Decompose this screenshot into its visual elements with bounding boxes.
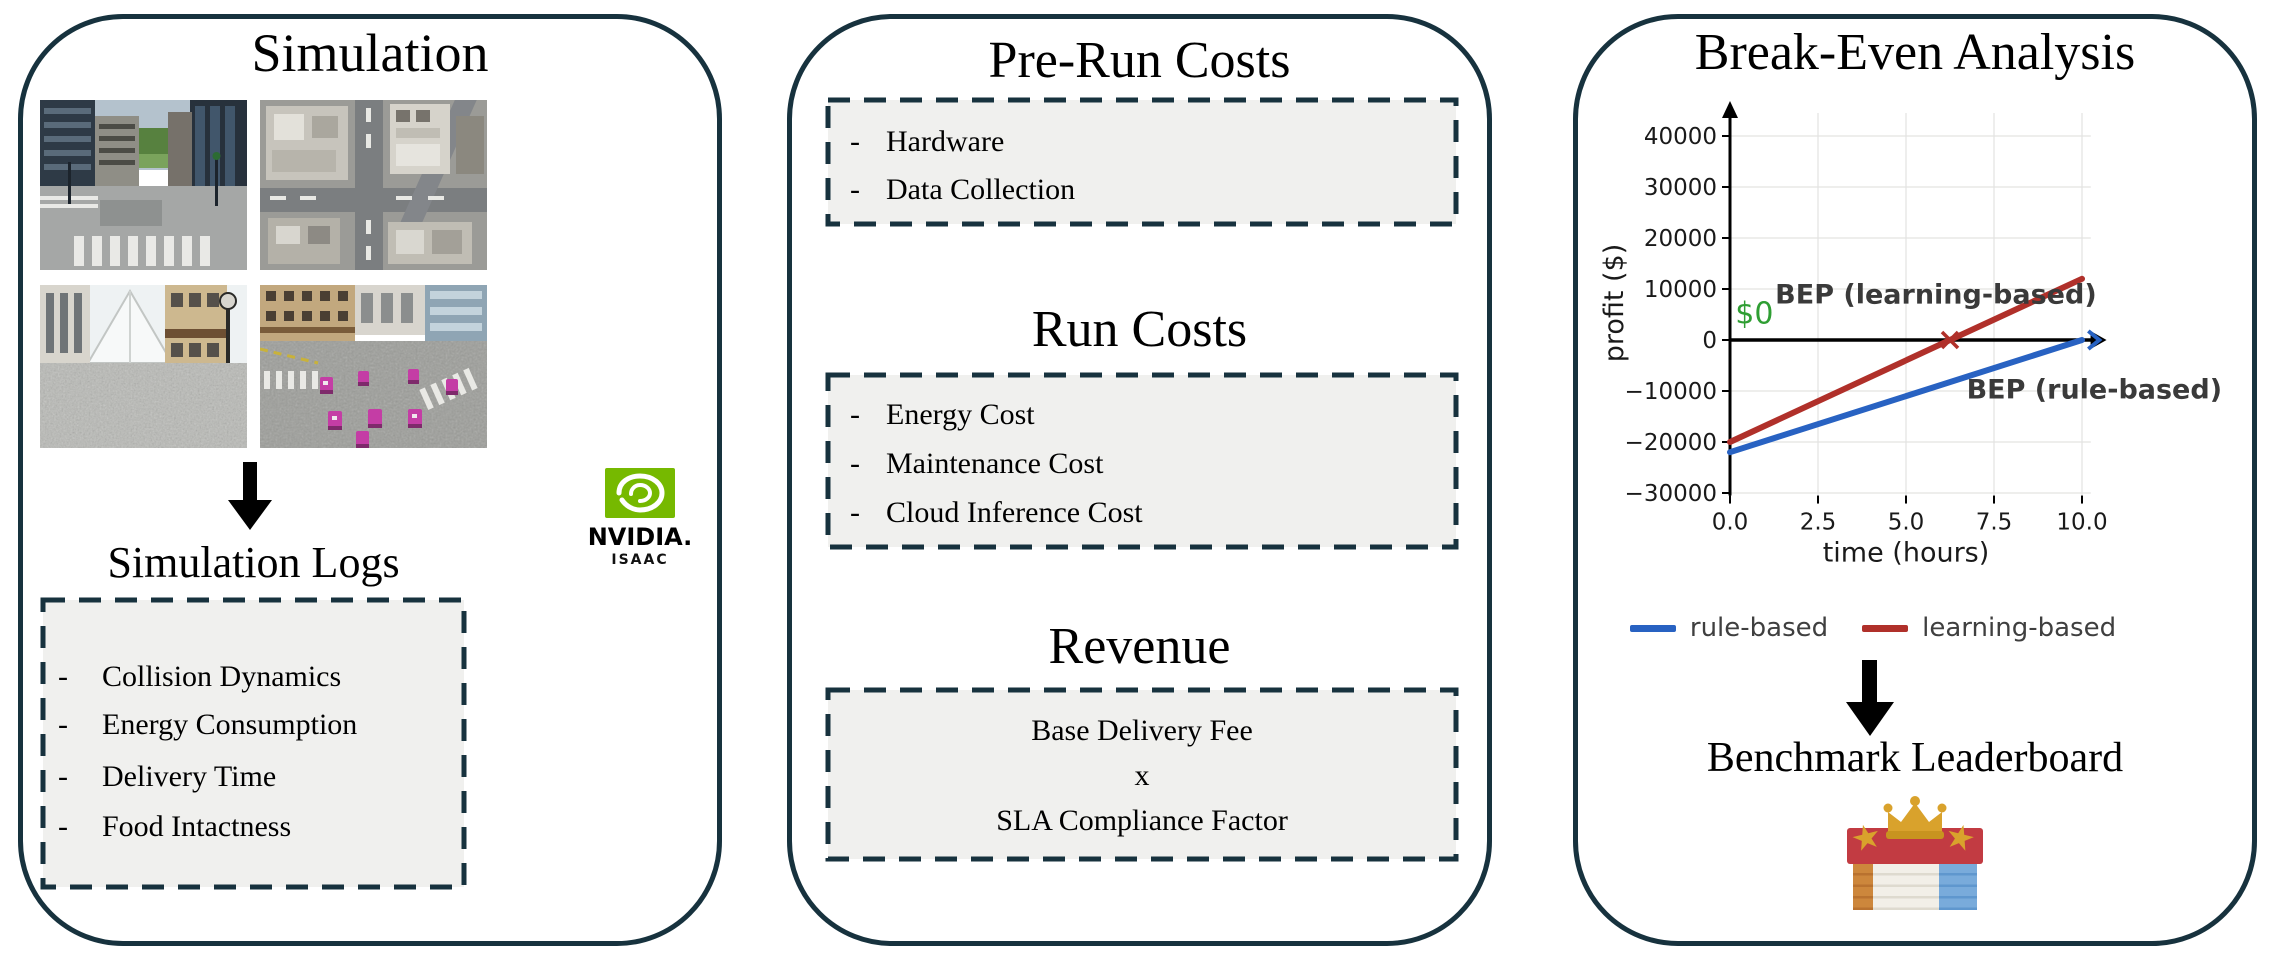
leaderboard-column-right (1939, 864, 1977, 910)
leaderboard-column-left (1853, 864, 1873, 910)
leaderboard-body (1853, 864, 1977, 910)
nvidia-isaac-logo: NVIDIA. ISAAC (585, 468, 695, 569)
benchmark-leaderboard-title: Benchmark Leaderboard (1706, 735, 2124, 781)
log-item: Energy Consumption (102, 708, 358, 741)
crown-icon (1883, 796, 1947, 839)
legend-label: learning-based (1922, 613, 2117, 643)
learning-based-line-swatch-icon (1862, 624, 1909, 632)
run-item: Cloud Inference Cost (886, 496, 1143, 529)
log-item: Collision Dynamics (102, 660, 342, 693)
rule-based-line-swatch-icon (1629, 624, 1676, 632)
simulation-image-street-view (40, 100, 247, 270)
simulation-logs-title: Simulation Logs (107, 538, 400, 587)
bullet: - (850, 447, 860, 480)
simulation-image-robots-intersection (260, 285, 487, 448)
simulation-image-ground-view (40, 285, 247, 448)
bullet: - (58, 660, 68, 693)
bullet: - (58, 708, 68, 741)
bullet: - (850, 496, 860, 529)
run-item: Energy Cost (886, 398, 1035, 431)
revenue-title: Revenue (1048, 618, 1231, 675)
pre-run-item: Data Collection (886, 173, 1076, 206)
bullet: - (850, 173, 860, 206)
break-even-panel (1573, 14, 2257, 946)
pre-run-costs-box (825, 97, 1459, 227)
run-item: Maintenance Cost (886, 447, 1104, 480)
bullet: - (58, 760, 68, 793)
bullet: - (850, 125, 860, 158)
revenue-line: SLA Compliance Factor (996, 804, 1288, 837)
revenue-box (825, 687, 1459, 862)
revenue-multiply-sign: x (1134, 759, 1150, 792)
down-arrow-chart-to-leaderboard-icon (1846, 660, 1894, 738)
simulation-logs-box (40, 597, 467, 890)
pre-run-costs-title: Pre-Run Costs (988, 32, 1291, 89)
bullet: - (850, 398, 860, 431)
break-even-title: Break-Even Analysis (1694, 24, 2136, 81)
simulation-panel-title: Simulation (251, 23, 489, 83)
simulation-image-aerial-view (260, 100, 487, 270)
nvidia-product-text: ISAAC (611, 552, 669, 568)
pre-run-item: Hardware (886, 125, 1005, 158)
legend-item-learning-based: learning-based (1862, 613, 2116, 643)
legend-label: rule-based (1689, 613, 1829, 643)
bullet: - (58, 810, 68, 843)
leaderboard-column-middle (1873, 864, 1939, 910)
down-arrow-simulation-to-logs-icon (226, 462, 274, 532)
run-costs-title: Run Costs (1031, 301, 1248, 358)
nvidia-eye-icon (605, 468, 675, 518)
log-item: Food Intactness (102, 810, 292, 843)
chart-legend: rule-based learning-based (1573, 610, 2173, 646)
revenue-line: Base Delivery Fee (1031, 714, 1253, 747)
leaderboard-trophy-icon: ★ ★ (1847, 796, 1983, 910)
legend-item-rule-based: rule-based (1629, 613, 1829, 643)
log-item: Delivery Time (102, 760, 277, 793)
run-costs-box (825, 372, 1459, 550)
nvidia-brand-text: NVIDIA. (587, 523, 693, 551)
